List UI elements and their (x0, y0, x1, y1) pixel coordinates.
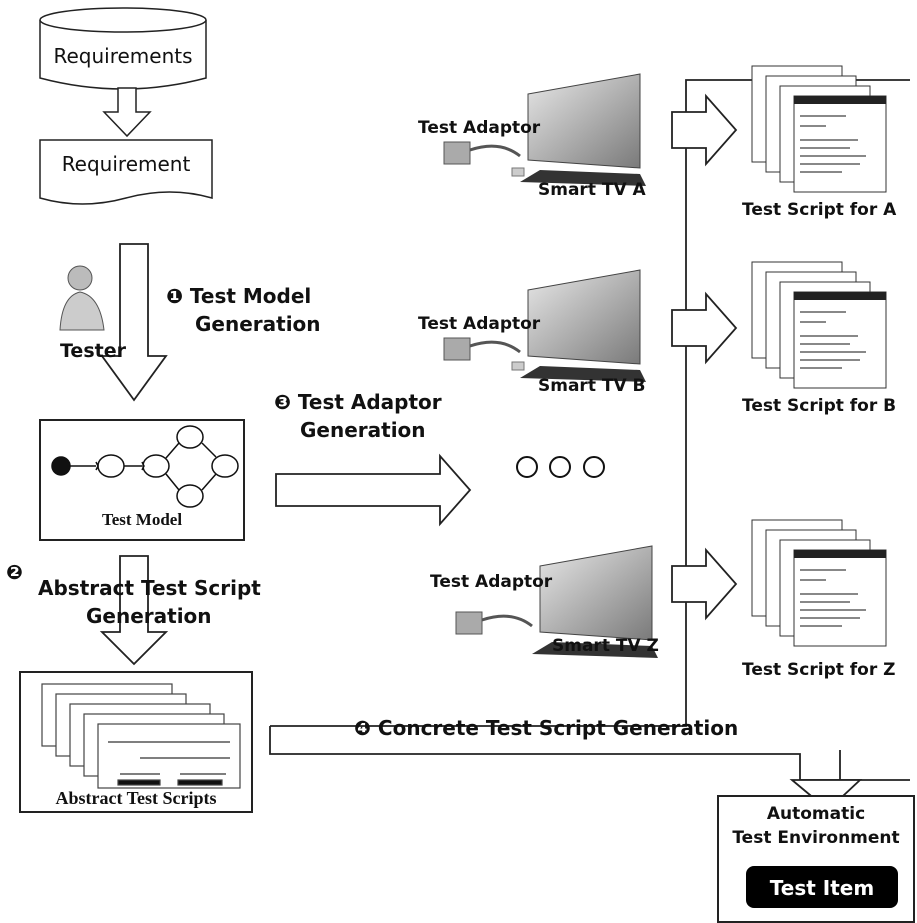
step1-title: ❶ Test Model (166, 284, 311, 308)
requirements-database-shape (39, 7, 207, 90)
adaptor-z-label: Test Adaptor (430, 572, 553, 592)
test-item-box (746, 866, 898, 908)
step1-line2: Generation (195, 312, 321, 336)
device-row-z (455, 519, 887, 658)
script-a-label: Test Script for A (742, 200, 897, 220)
requirement-document-shape (39, 139, 213, 205)
tester-figure (59, 265, 135, 331)
step3-marker: ❸ (274, 390, 291, 414)
arrow-requirements-to-requirement (102, 87, 152, 138)
tv-b-label: Smart TV B (538, 376, 646, 396)
test-item-label: Test Item (769, 876, 875, 900)
device-row-b (443, 261, 887, 389)
arrow-right-to-adaptors (275, 453, 472, 527)
tester-label: Tester (60, 340, 126, 362)
requirements-label: Requirements (53, 44, 193, 68)
state-machine (51, 425, 239, 508)
step3-title: ❸ Test Adaptor (274, 390, 442, 414)
step2-line1: Abstract Test Script (38, 576, 261, 600)
ellipsis-circles (516, 456, 605, 478)
tv-z-label: Smart TV Z (552, 636, 659, 656)
adaptor-a-label: Test Adaptor (418, 118, 541, 138)
test-model-label: Test Model (101, 510, 183, 529)
script-b-label: Test Script for B (742, 396, 897, 416)
arrow-down-to-abstract-scripts (99, 555, 169, 666)
abstract-scripts-stack (41, 683, 241, 789)
step4-text: Concrete Test Script Generation (377, 716, 739, 740)
arrow-down-to-test-model (100, 243, 168, 402)
requirement-label: Requirement (61, 152, 191, 176)
abstract-scripts-label: Abstract Test Scripts (55, 788, 217, 808)
step2-line2: Generation (86, 604, 212, 628)
step3-line1: Test Adaptor (297, 390, 442, 414)
script-z-label: Test Script for Z (742, 660, 896, 680)
device-row-a (443, 65, 887, 193)
tv-a-label: Smart TV A (538, 180, 646, 200)
step1-marker: ❶ (166, 284, 183, 308)
adaptor-b-label: Test Adaptor (418, 314, 541, 334)
env-line1: Automatic (766, 804, 866, 824)
step4-label: ❹ Concrete Test Script Generation (354, 716, 738, 740)
env-line2: Test Environment (732, 828, 900, 848)
step1-line1: Test Model (189, 284, 312, 308)
step2-marker: ❷ (6, 560, 23, 584)
step4-marker: ❹ (354, 716, 371, 740)
step3-line2: Generation (300, 418, 426, 442)
